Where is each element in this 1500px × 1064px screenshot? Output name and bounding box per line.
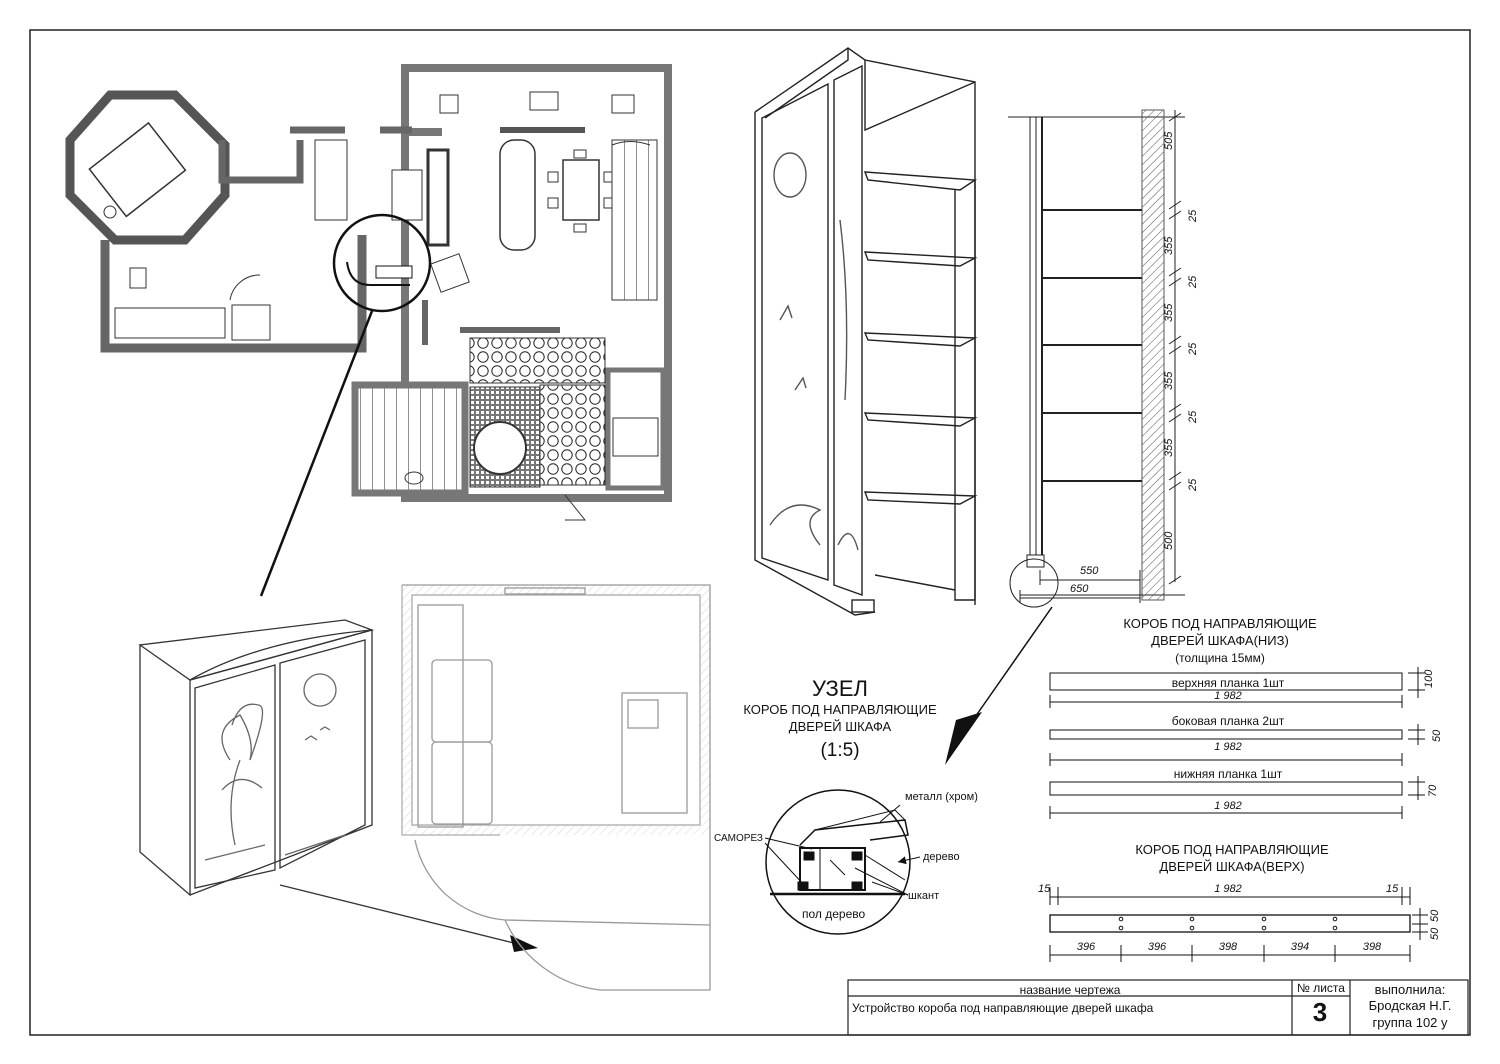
section-dim-label: 25 [1187, 275, 1199, 288]
part-name: боковая планка 2шт [1171, 714, 1285, 728]
section-dim-label: 355 [1163, 303, 1175, 322]
dim-tick [1168, 210, 1182, 220]
stamp-drawing-name: Устройство короба под направляющие двере… [852, 1001, 1154, 1015]
section-depth-inner: 550 [1080, 565, 1099, 577]
stamp-author-name: Бродская Н.Г. [1368, 998, 1452, 1013]
box-bottom-title-1: КОРОБ ПОД НАПРАВЛЯЮЩИЕ [1123, 616, 1317, 631]
stamp-sheet-number: 3 [1312, 997, 1328, 1027]
stamp-sheet-header: № листа [1297, 981, 1345, 995]
node-detail [764, 789, 921, 935]
dim-tick [1168, 403, 1182, 413]
section-dim-label: 355 [1163, 438, 1175, 457]
part-length: 1 982 [1214, 741, 1242, 753]
box-top-segment-label: 396 [1147, 941, 1167, 953]
part-height: 70 [1427, 784, 1439, 797]
stamp-author-group: группа 102 у [1372, 1015, 1448, 1030]
part-length: 1 982 [1214, 800, 1242, 812]
dim-tick [1168, 200, 1182, 210]
dim-tick [1168, 575, 1182, 585]
box-top-overall: 1 982 [1214, 883, 1242, 895]
node-subtitle-1: КОРОБ ПОД НАПРАВЛЯЮЩИЕ [743, 702, 937, 717]
section-dim-label: 505 [1163, 131, 1175, 150]
label-wood: дерево [923, 851, 960, 863]
box-top-edge-right: 15 [1386, 883, 1399, 895]
sheet-frame [29, 29, 1471, 1036]
room-plan [401, 584, 711, 991]
section-depth-outer: 650 [1070, 583, 1089, 595]
dim-tick [1168, 267, 1182, 277]
dim-tick [1168, 345, 1182, 355]
dim-tick [1168, 471, 1182, 481]
label-metal: металл (хром) [905, 791, 978, 803]
node-title: УЗЕЛ [812, 676, 868, 701]
section-dim-label: 25 [1187, 410, 1199, 423]
part-length: 1 982 [1214, 690, 1242, 702]
wardrobe-perspective [138, 619, 375, 897]
box-top-segment-label: 396 [1076, 941, 1096, 953]
box-top-edge-left: 15 [1038, 883, 1051, 895]
box-top-segment-label: 398 [1218, 941, 1238, 953]
dim-tick [1168, 413, 1182, 423]
box-top-height-2: 50 [1429, 927, 1441, 940]
section-dim-label: 25 [1187, 209, 1199, 222]
part-name: нижняя планка 1шт [1173, 767, 1283, 781]
wardrobe-room-arrowhead [510, 935, 538, 952]
part-height: 100 [1423, 669, 1435, 688]
box-top-segment-label: 398 [1362, 941, 1382, 953]
label-floor: пол дерево [802, 907, 866, 921]
wardrobe-shelves-perspective [754, 47, 978, 616]
dim-tick [1168, 112, 1182, 122]
section-dim-label: 25 [1187, 478, 1199, 491]
section-dim-label: 500 [1163, 531, 1175, 550]
dim-tick [1168, 277, 1182, 287]
section-dim-label: 355 [1163, 236, 1175, 255]
label-screw: САМОРЕЗ [714, 833, 763, 844]
section-dim-label: 355 [1163, 371, 1175, 390]
stamp-author-header: выполнила: [1374, 982, 1446, 997]
section-drawing [945, 109, 1185, 765]
title-block [847, 979, 1469, 1036]
part-name: верхняя планка 1шт [1171, 676, 1285, 690]
part-height: 50 [1431, 729, 1443, 742]
label-dowel: шкант [908, 890, 940, 902]
plan-callout [259, 213, 432, 597]
stamp-name-header: название чертежа [1019, 983, 1121, 997]
box-top-part [1049, 887, 1428, 962]
box-top-segment-label: 394 [1290, 941, 1310, 953]
box-top-height-1: 50 [1429, 909, 1441, 922]
node-subtitle-2: ДВЕРЕЙ ШКАФА [788, 719, 892, 734]
box-top-title-2: ДВЕРЕЙ ШКАФА(ВЕРХ) [1159, 859, 1305, 874]
wardrobe-room-leader [279, 884, 531, 948]
box-bottom-title-2: ДВЕРЕЙ ШКАФА(НИЗ) [1151, 633, 1289, 648]
section-dim-label: 25 [1187, 342, 1199, 355]
box-bottom-parts [1049, 667, 1425, 819]
box-top-title-1: КОРОБ ПОД НАПРАВЛЯЮЩИЕ [1135, 842, 1329, 857]
node-scale: (1:5) [820, 740, 860, 761]
box-bottom-title-3: (толщина 15мм) [1175, 651, 1265, 665]
floor-plan [65, 64, 672, 521]
shelves [863, 171, 978, 601]
dim-tick [1168, 335, 1182, 345]
dim-tick [1168, 481, 1182, 491]
